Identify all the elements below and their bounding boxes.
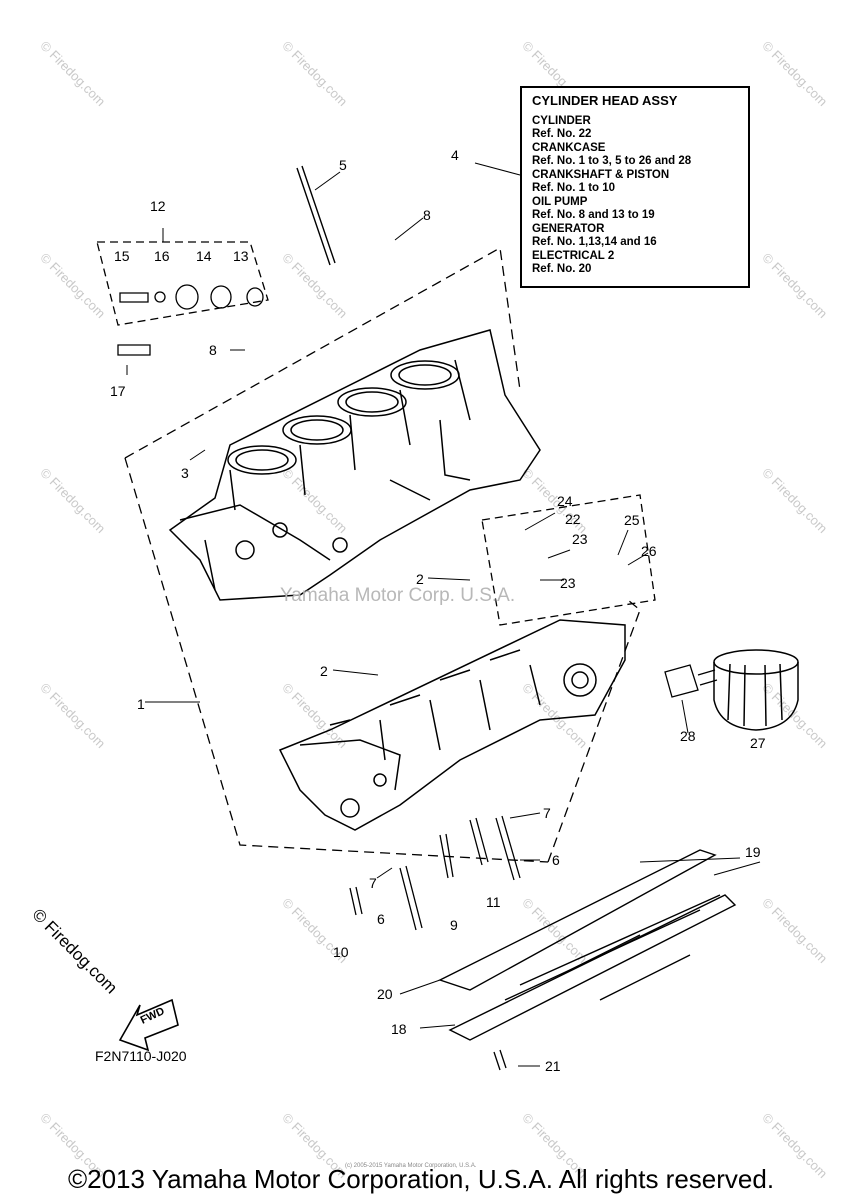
oil-pump-group-box (96, 241, 269, 326)
callout-24: 24 (557, 493, 573, 509)
callout-26: 26 (641, 543, 657, 559)
callout-14: 14 (196, 248, 212, 264)
fwd-arrow (118, 998, 179, 1052)
center-watermark: Yamaha Motor Corp. U.S.A. (280, 585, 516, 606)
callout-1: 1 (137, 696, 145, 712)
legend-row: Ref. No. 1 to 3, 5 to 26 and 28 (532, 155, 692, 167)
legend-row: GENERATOR (532, 222, 605, 235)
crankcase-bolts (349, 815, 521, 1071)
callout-2: 2 (416, 571, 424, 587)
cylinder-block (168, 329, 541, 601)
callout-20: 20 (377, 986, 393, 1002)
callout-8: 8 (423, 207, 431, 223)
oil-filter (713, 649, 799, 731)
callout-25: 25 (624, 512, 640, 528)
callout-22: 22 (565, 511, 581, 527)
legend-row: Ref. No. 1 to 10 (532, 182, 616, 194)
legend-row: Ref. No. 1,13,14 and 16 (532, 236, 657, 248)
callout-16: 16 (154, 248, 170, 264)
figure-code: F2N7110-J020 (95, 1048, 187, 1064)
stud-bolt (296, 165, 336, 266)
callout-23: 23 (560, 575, 576, 591)
crankcase-bracket (547, 599, 641, 863)
callout-13: 13 (233, 248, 249, 264)
callout-5: 5 (339, 157, 347, 173)
oil-pump-parts (117, 284, 264, 356)
legend-row: CRANKSHAFT & PISTON (532, 168, 670, 181)
leader-lines (126, 162, 761, 1067)
legend-row: OIL PUMP (532, 195, 588, 208)
callout-7: 7 (543, 805, 551, 821)
callout-10: 10 (333, 944, 349, 960)
callout-8: 8 (209, 342, 217, 358)
legend-title: CYLINDER HEAD ASSY (532, 93, 678, 108)
callout-23: 23 (572, 531, 588, 547)
callout-11: 11 (486, 894, 501, 910)
callout-15: 15 (114, 248, 130, 264)
callout-3: 3 (181, 465, 189, 481)
callout-7: 7 (369, 875, 377, 891)
legend-row: Ref. No. 22 (532, 128, 592, 140)
callout-2: 2 (320, 663, 328, 679)
callout-19: 19 (745, 844, 761, 860)
callout-18: 18 (391, 1021, 407, 1037)
crankcase (278, 619, 626, 831)
legend-row: CYLINDER (532, 114, 591, 127)
callout-6: 6 (552, 852, 560, 868)
union-bolt (664, 664, 718, 698)
callout-27: 27 (750, 735, 766, 751)
callout-6: 6 (377, 911, 385, 927)
callout-21: 21 (545, 1058, 561, 1074)
legend-row: Ref. No. 20 (532, 263, 592, 275)
breather-group-box (481, 494, 656, 626)
legend-row: CRANKCASE (532, 141, 606, 154)
callout-28: 28 (680, 728, 696, 744)
copyright-line: ©2013 Yamaha Motor Corporation, U.S.A. A… (67, 1164, 775, 1194)
callout-9: 9 (450, 917, 458, 933)
legend-box: CYLINDER HEAD ASSY CYLINDER Ref. No. 22 … (520, 86, 750, 288)
callout-4: 4 (451, 147, 459, 163)
cylinder-bracket (124, 246, 549, 863)
tiny-copyright: (c) 2005-2015 Yamaha Motor Corporation, … (345, 1163, 477, 1169)
callout-12: 12 (150, 198, 166, 214)
callout-17: 17 (110, 383, 126, 399)
legend-row: Ref. No. 8 and 13 to 19 (532, 209, 655, 221)
oil-pan (438, 849, 737, 1041)
legend-row: ELECTRICAL 2 (532, 249, 615, 262)
